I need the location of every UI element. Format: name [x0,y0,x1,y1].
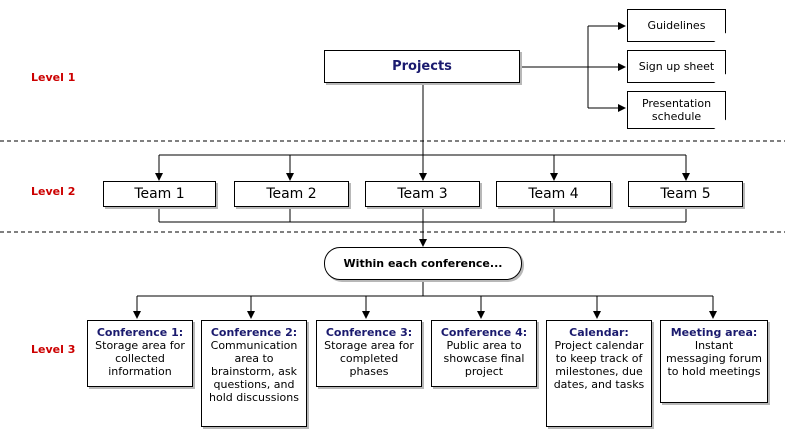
within-each-conference-pill: Within each conference... [324,247,522,280]
conference-2-desc: Communication area to brainstorm, ask qu… [209,339,299,404]
calendar-box: Calendar: Project calendar to keep track… [546,320,652,427]
document-guidelines: Guidelines [627,9,726,42]
level-3-label: Level 3 [31,343,76,356]
conference-1-box: Conference 1: Storage area for collected… [87,320,193,387]
team-5-box: Team 5 [628,181,743,207]
conference-2-box: Conference 2: Communication area to brai… [201,320,307,427]
document-sign-up-sheet: Sign up sheet [627,50,726,83]
document-presentation-schedule: Presentation schedule [627,91,726,129]
conference-4-box: Conference 4: Public area to showcase fi… [431,320,537,387]
team-2-box: Team 2 [234,181,349,207]
level-1-label: Level 1 [31,71,76,84]
team-4-box: Team 4 [496,181,611,207]
calendar-title: Calendar: [569,326,629,339]
conference-1-desc: Storage area for collected information [95,339,185,378]
calendar-desc: Project calendar to keep track of milest… [553,339,645,391]
conference-3-box: Conference 3: Storage area for completed… [316,320,422,387]
meeting-area-title: Meeting area: [670,326,758,339]
projects-box: Projects [324,50,520,83]
conference-3-title: Conference 3: [325,326,413,339]
conference-3-desc: Storage area for completed phases [324,339,414,378]
conference-4-title: Conference 4: [440,326,528,339]
team-3-box: Team 3 [365,181,480,207]
meeting-area-box: Meeting area: Instant messaging forum to… [660,320,768,403]
meeting-area-desc: Instant messaging forum to hold meetings [666,339,762,378]
conference-2-title: Conference 2: [210,326,298,339]
conference-4-desc: Public area to showcase final project [443,339,525,378]
team-1-box: Team 1 [103,181,216,207]
level-2-label: Level 2 [31,185,76,198]
conference-1-title: Conference 1: [96,326,184,339]
